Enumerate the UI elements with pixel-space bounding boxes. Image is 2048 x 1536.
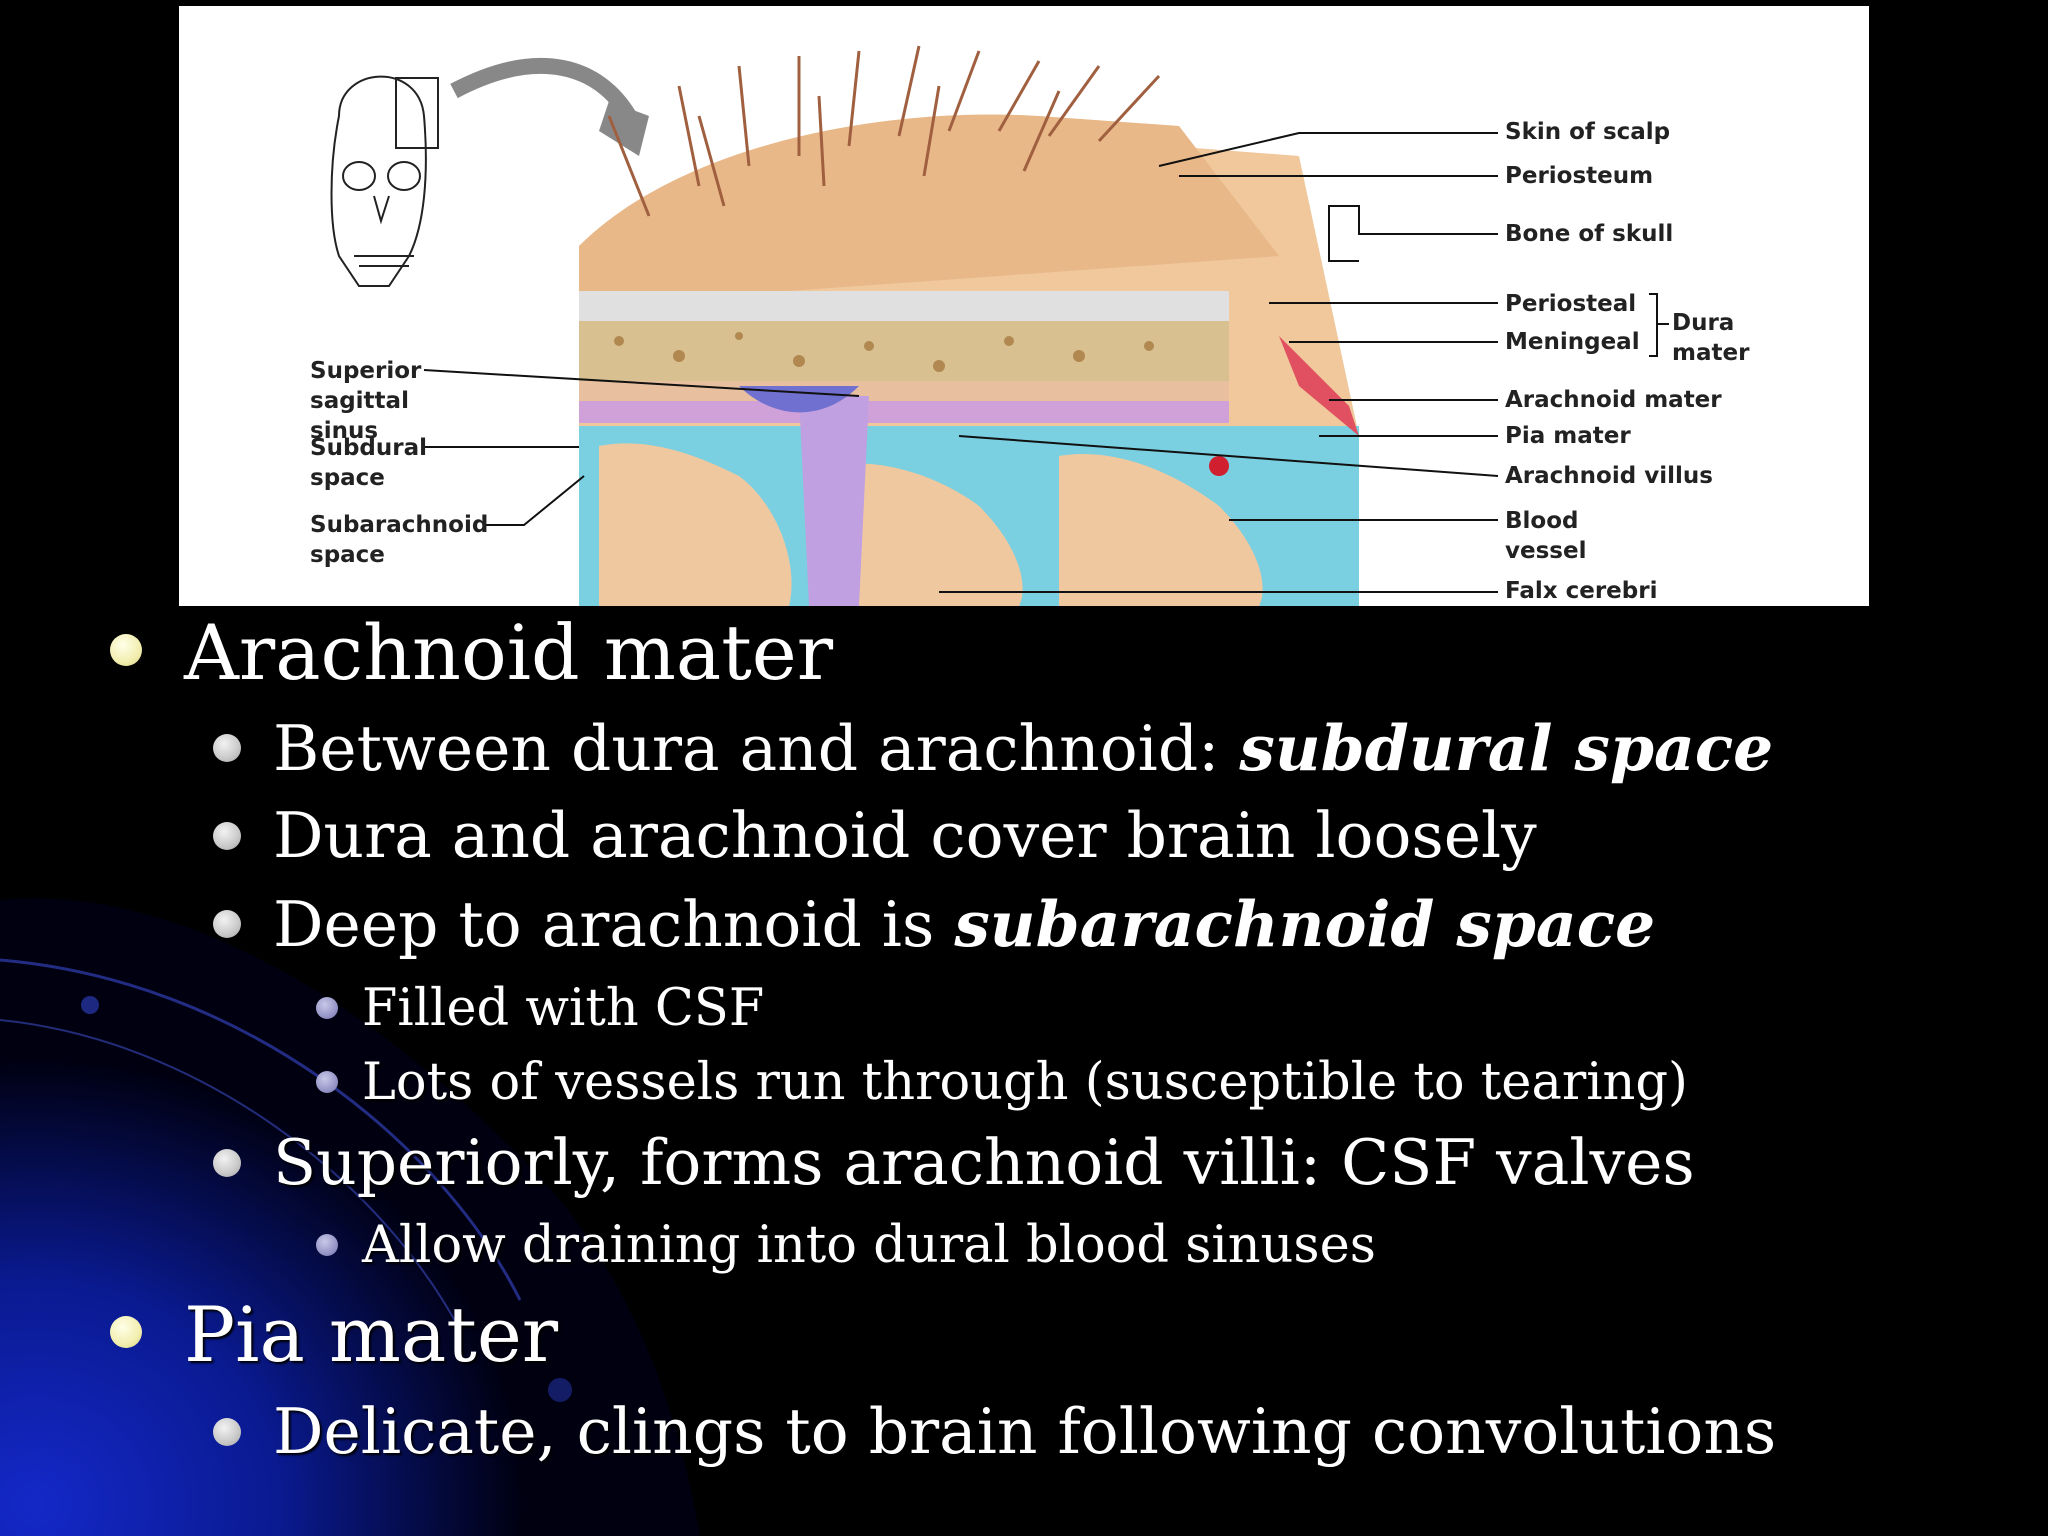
bullet-text: Between dura and arachnoid: bbox=[273, 712, 1240, 785]
bullet-marker bbox=[316, 1071, 338, 1093]
bullet-arachnoid-villi: Superiorly, forms arachnoid villi: CSF v… bbox=[273, 1126, 1695, 1199]
bullet-marker bbox=[316, 1234, 338, 1256]
bullet-subdural: Between dura and arachnoid: subdural spa… bbox=[273, 711, 1773, 785]
bullet-marker bbox=[316, 997, 338, 1019]
bullet-marker bbox=[213, 734, 241, 762]
sub-bullet-draining: Allow draining into dural blood sinuses bbox=[362, 1216, 1376, 1275]
meninges-diagram: Skin of scalp Periosteum Bone of skull P… bbox=[179, 6, 1869, 606]
label-periosteal: Periosteal bbox=[1505, 291, 1637, 317]
arrow-icon bbox=[450, 57, 636, 121]
label-subarachnoid-space: Subarachnoid space bbox=[310, 512, 489, 568]
label-skin-of-scalp: Skin of scalp bbox=[1505, 119, 1671, 145]
heading-pia-mater: Pia mater bbox=[184, 1290, 559, 1379]
bullet-marker bbox=[213, 910, 241, 938]
label-dura-mater: Dura mater bbox=[1672, 310, 1750, 366]
sub-bullet-csf: Filled with CSF bbox=[362, 979, 765, 1038]
label-arachnoid-villus: Arachnoid villus bbox=[1505, 463, 1713, 489]
label-subdural-space: Subdural space bbox=[310, 435, 427, 491]
label-superior-sagittal-sinus: Superior sagittal sinus bbox=[310, 358, 422, 444]
label-arachnoid-mater: Arachnoid mater bbox=[1505, 387, 1722, 413]
heading-arachnoid-mater: Arachnoid mater bbox=[184, 608, 834, 697]
bullet-pia-delicate: Delicate, clings to brain following conv… bbox=[273, 1395, 1777, 1468]
label-pia-mater: Pia mater bbox=[1505, 423, 1631, 449]
skull-icon bbox=[330, 75, 439, 287]
label-falx-cerebri: Falx cerebri bbox=[1505, 578, 1658, 604]
bullet-text: Deep to arachnoid is bbox=[273, 888, 955, 961]
bullet-cover-loosely: Dura and arachnoid cover brain loosely bbox=[273, 799, 1537, 872]
bullet-marker bbox=[110, 634, 142, 666]
label-meningeal: Meningeal bbox=[1505, 329, 1640, 355]
bullet-marker bbox=[213, 1149, 241, 1177]
bullet-subarachnoid: Deep to arachnoid is subarachnoid space bbox=[273, 887, 1655, 961]
sub-bullet-vessels: Lots of vessels run through (susceptible… bbox=[362, 1053, 1688, 1112]
label-bone-of-skull: Bone of skull bbox=[1505, 221, 1674, 247]
label-blood-vessel: Blood vessel bbox=[1505, 508, 1587, 564]
bullet-marker bbox=[213, 1418, 241, 1446]
bullet-marker bbox=[213, 822, 241, 850]
label-periosteum: Periosteum bbox=[1505, 163, 1654, 189]
term-subdural-space: subdural space bbox=[1239, 711, 1774, 785]
term-subarachnoid-space: subarachnoid space bbox=[954, 887, 1656, 961]
bullet-marker bbox=[110, 1316, 142, 1348]
